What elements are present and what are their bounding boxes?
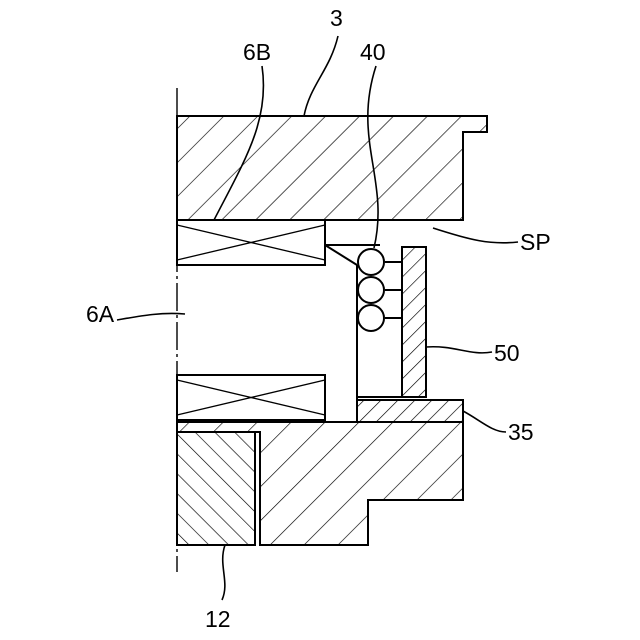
base-block xyxy=(177,432,255,545)
label-shaft: 6A xyxy=(86,301,115,327)
label-housing: 3 xyxy=(330,5,343,31)
leader-line-space xyxy=(433,228,518,243)
leader-line-shaft xyxy=(117,313,185,320)
label-plate: 50 xyxy=(494,340,520,366)
leader-line-plate xyxy=(426,347,492,353)
bearing-ball xyxy=(358,277,384,303)
bearing-ball xyxy=(358,305,384,331)
ring-member xyxy=(357,400,463,422)
label-ring: 35 xyxy=(508,419,534,445)
leader-line-ring xyxy=(463,411,506,432)
upper-seal-element xyxy=(177,220,380,265)
label-bearing: 40 xyxy=(360,39,386,65)
label-space: SP xyxy=(520,229,551,255)
bearing-ball xyxy=(358,249,384,275)
plate-member xyxy=(402,247,426,397)
housing-block xyxy=(177,116,487,220)
leader-line-housing xyxy=(304,36,338,116)
label-seal-outer: 6B xyxy=(243,39,271,65)
leader-line-base xyxy=(222,545,225,600)
lower-seal-element xyxy=(177,375,325,420)
label-base: 12 xyxy=(205,606,231,632)
